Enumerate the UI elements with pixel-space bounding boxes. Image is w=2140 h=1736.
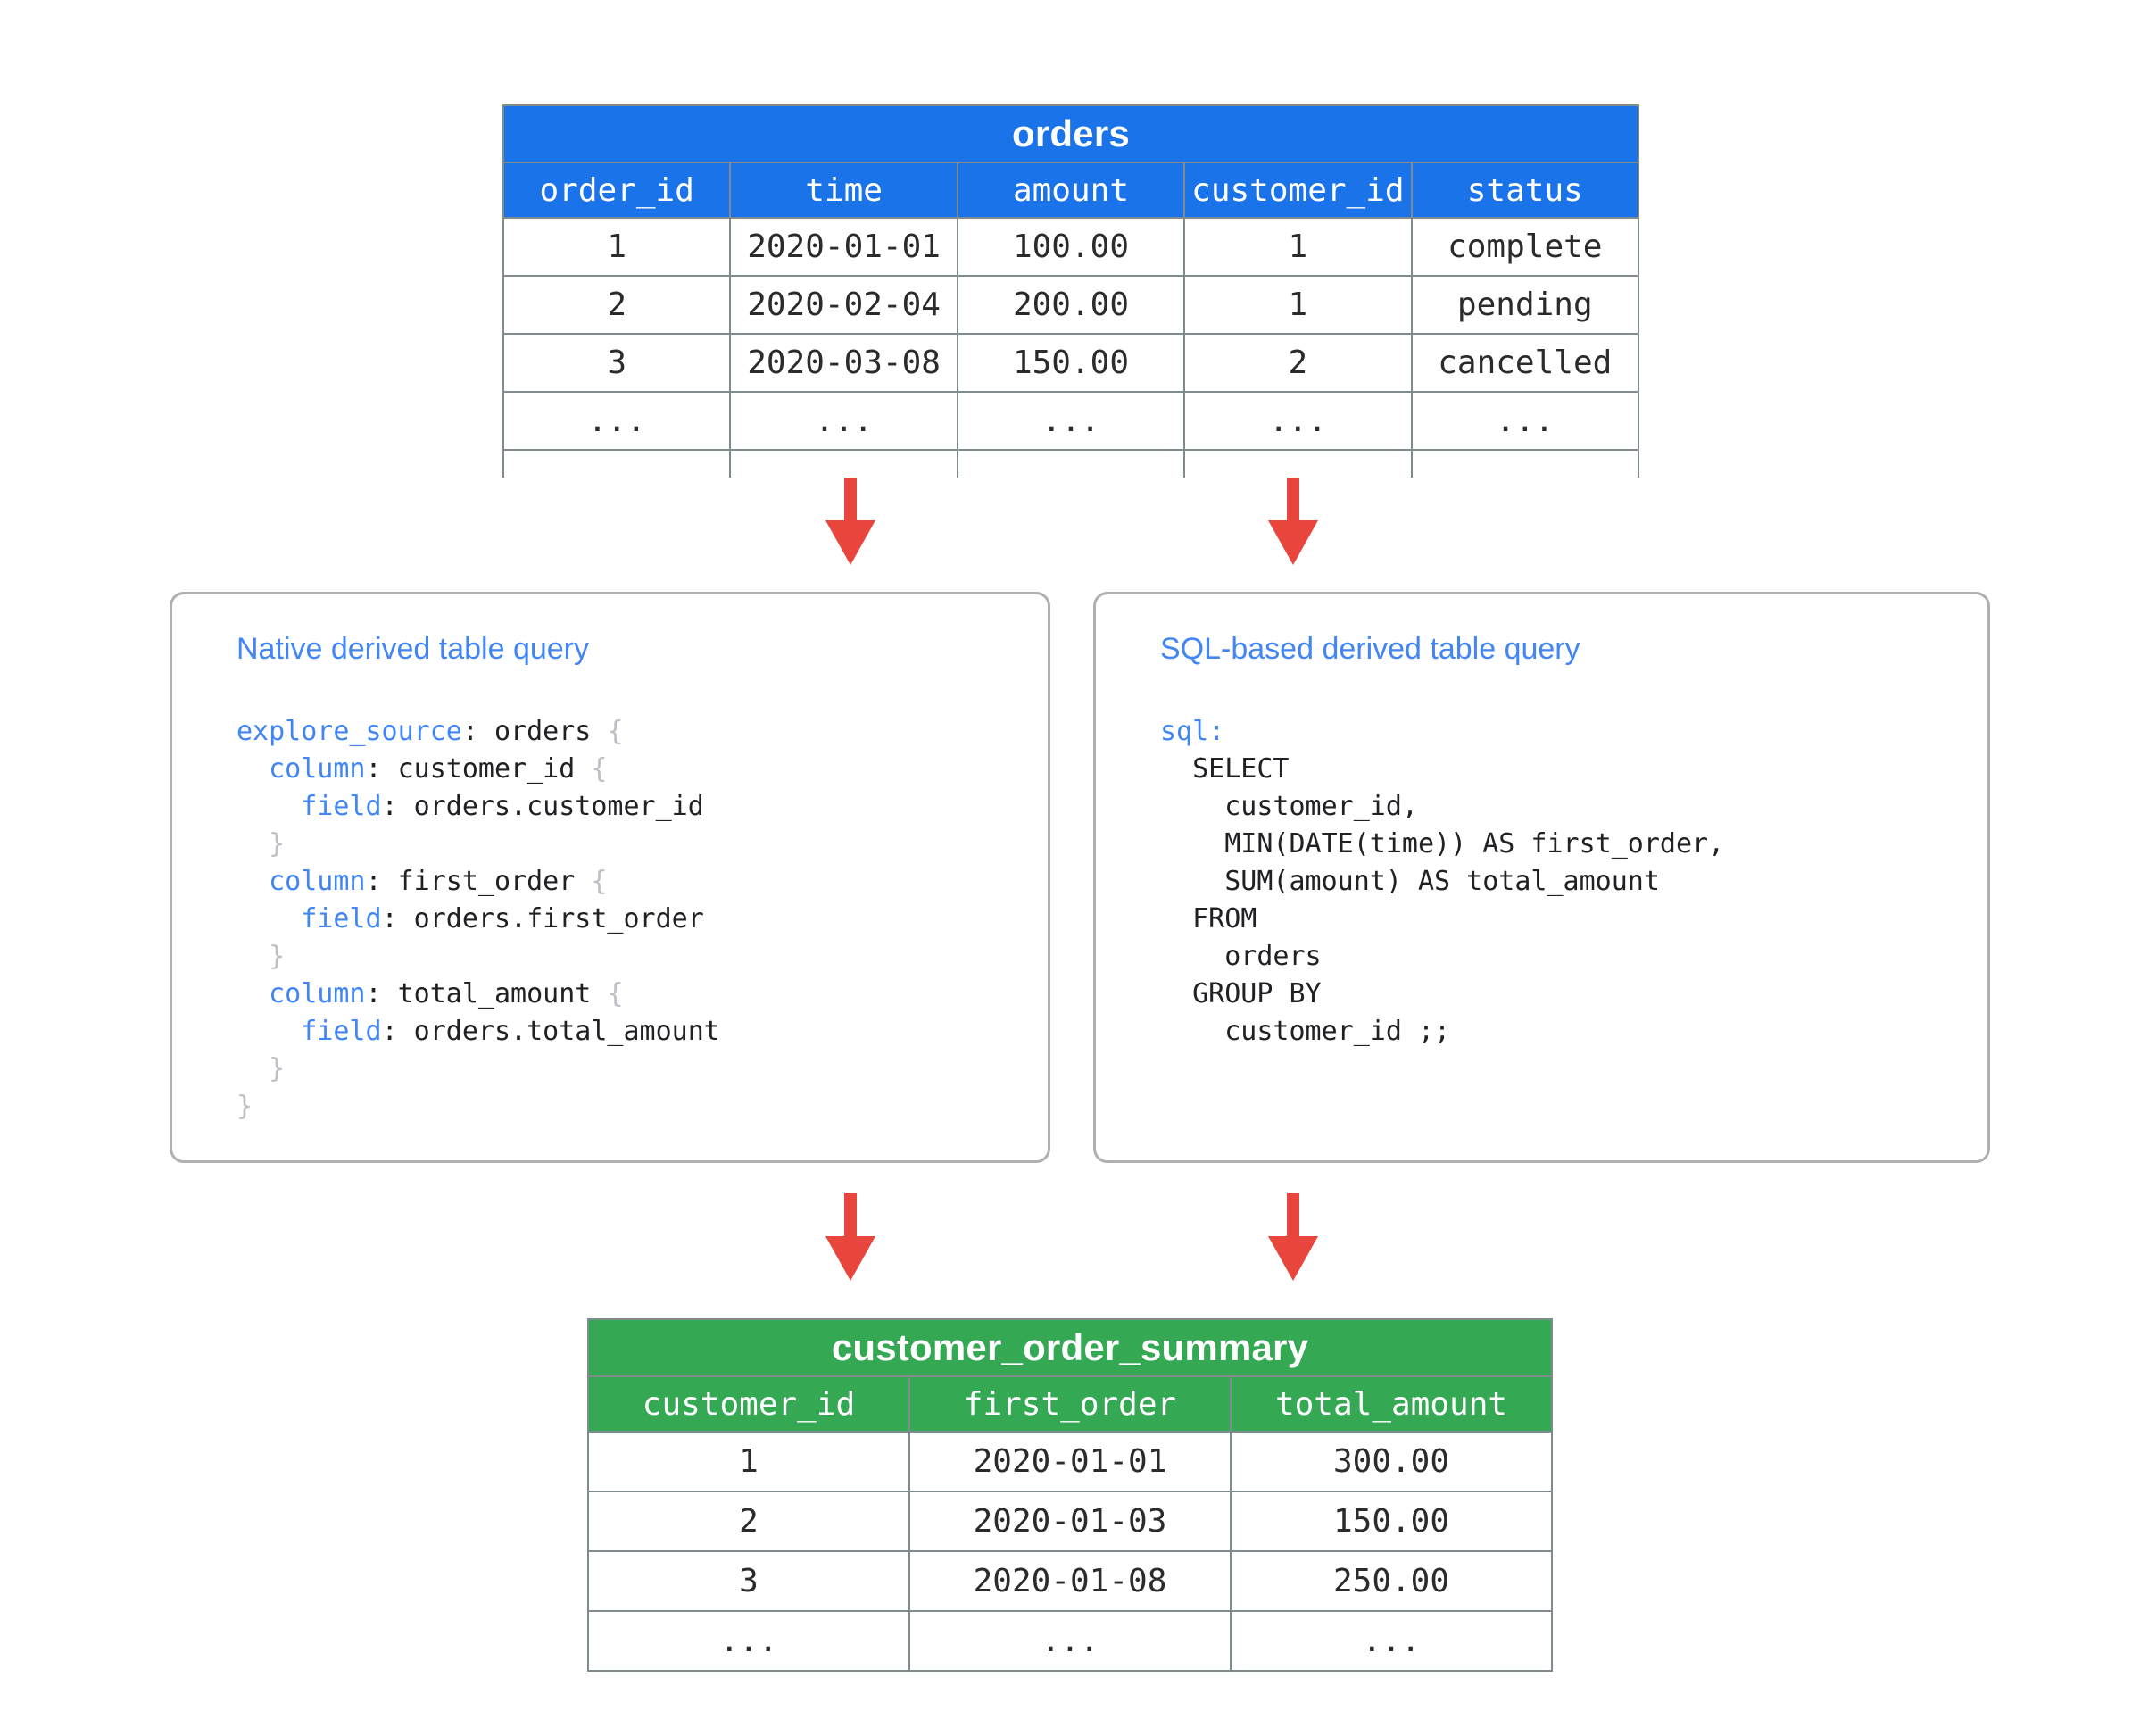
orders-column-header-order-id: order_id xyxy=(502,162,732,219)
orders-cell: 2 xyxy=(1183,333,1413,393)
orders-cell: 200.00 xyxy=(956,275,1186,335)
orders-header-row: order_id time amount customer_id status xyxy=(502,162,1640,219)
summary-cell: ... xyxy=(908,1610,1232,1672)
table-row-clipped xyxy=(502,449,1640,478)
summary-table-title: customer_order_summary xyxy=(587,1318,1553,1377)
orders-column-header-customer-id: customer_id xyxy=(1183,162,1413,219)
summary-cell: 3 xyxy=(587,1550,910,1612)
orders-cell: 2020-03-08 xyxy=(729,333,958,393)
table-row: 1 2020-01-01 300.00 xyxy=(587,1431,1553,1492)
orders-cell: ... xyxy=(502,391,732,451)
table-row: 3 2020-01-08 250.00 xyxy=(587,1550,1553,1612)
orders-cell: 1 xyxy=(1183,217,1413,277)
summary-cell: 150.00 xyxy=(1230,1491,1553,1552)
native-code-block: explore_source: orders { column: custome… xyxy=(236,716,720,1122)
summary-cell: 2 xyxy=(587,1491,910,1552)
orders-table-body: 1 2020-01-01 100.00 1 complete 2 2020-02… xyxy=(502,217,1640,478)
orders-cell-clipped xyxy=(1410,449,1640,478)
summary-cell: 300.00 xyxy=(1230,1431,1553,1492)
orders-column-header-status: status xyxy=(1410,162,1640,219)
summary-cell: ... xyxy=(587,1610,910,1672)
sql-card-heading: SQL-based derived table query xyxy=(1160,632,1580,666)
orders-cell-clipped xyxy=(502,449,732,478)
orders-cell: 1 xyxy=(502,217,732,277)
orders-cell-clipped xyxy=(1183,449,1413,478)
arrow-sql-to-summary xyxy=(1268,1193,1318,1281)
orders-cell: ... xyxy=(1410,391,1640,451)
orders-column-header-time: time xyxy=(729,162,958,219)
summary-cell: 2020-01-03 xyxy=(908,1491,1232,1552)
summary-cell: 2020-01-08 xyxy=(908,1550,1232,1612)
orders-title-row: orders xyxy=(502,104,1639,163)
summary-cell: 2020-01-01 xyxy=(908,1431,1232,1492)
table-row-ellipsis: ... ... ... ... ... xyxy=(502,391,1640,451)
orders-cell: 1 xyxy=(1183,275,1413,335)
orders-cell: ... xyxy=(729,391,958,451)
orders-table-head: orders order_id time amount customer_id … xyxy=(502,104,1640,219)
orders-cell-clipped xyxy=(956,449,1186,478)
customer-order-summary-table: customer_order_summary customer_id first… xyxy=(587,1318,1553,1672)
summary-table-head: customer_order_summary customer_id first… xyxy=(587,1318,1553,1433)
table-row-ellipsis: ... ... ... xyxy=(587,1610,1553,1672)
orders-cell: 2020-01-01 xyxy=(729,217,958,277)
orders-cell: 3 xyxy=(502,333,732,393)
summary-cell: 250.00 xyxy=(1230,1550,1553,1612)
arrow-orders-to-native xyxy=(825,478,875,565)
orders-cell: complete xyxy=(1410,217,1640,277)
orders-cell-clipped xyxy=(729,449,958,478)
arrow-native-to-summary xyxy=(825,1193,875,1281)
native-card-heading: Native derived table query xyxy=(236,632,590,666)
summary-title-row: customer_order_summary xyxy=(587,1318,1553,1377)
summary-column-header-customer-id: customer_id xyxy=(587,1375,910,1433)
table-row: 1 2020-01-01 100.00 1 complete xyxy=(502,217,1640,277)
summary-column-header-first-order: first_order xyxy=(908,1375,1232,1433)
summary-table-body: 1 2020-01-01 300.00 2 2020-01-03 150.00 … xyxy=(587,1431,1553,1672)
arrow-orders-to-sql xyxy=(1268,478,1318,565)
summary-cell: ... xyxy=(1230,1610,1553,1672)
summary-column-header-total-amount: total_amount xyxy=(1230,1375,1553,1433)
table-row: 2 2020-02-04 200.00 1 pending xyxy=(502,275,1640,335)
native-derived-table-card: Native derived table query explore_sourc… xyxy=(170,592,1050,1163)
orders-cell: pending xyxy=(1410,275,1640,335)
table-row: 3 2020-03-08 150.00 2 cancelled xyxy=(502,333,1640,393)
orders-cell: 2020-02-04 xyxy=(729,275,958,335)
summary-cell: 1 xyxy=(587,1431,910,1492)
table-row: 2 2020-01-03 150.00 xyxy=(587,1491,1553,1552)
sql-derived-table-card: SQL-based derived table query sql: SELEC… xyxy=(1093,592,1990,1163)
summary-header-row: customer_id first_order total_amount xyxy=(587,1375,1553,1433)
orders-cell: 2 xyxy=(502,275,732,335)
orders-cell: ... xyxy=(1183,391,1413,451)
orders-table: orders order_id time amount customer_id … xyxy=(502,104,1640,478)
orders-cell: 150.00 xyxy=(956,333,1186,393)
orders-cell: cancelled xyxy=(1410,333,1640,393)
sql-code-block: sql: SELECT customer_id, MIN(DATE(time))… xyxy=(1160,716,1725,1047)
orders-table-title: orders xyxy=(502,104,1639,163)
orders-cell: 100.00 xyxy=(956,217,1186,277)
orders-column-header-amount: amount xyxy=(956,162,1186,219)
orders-cell: ... xyxy=(956,391,1186,451)
